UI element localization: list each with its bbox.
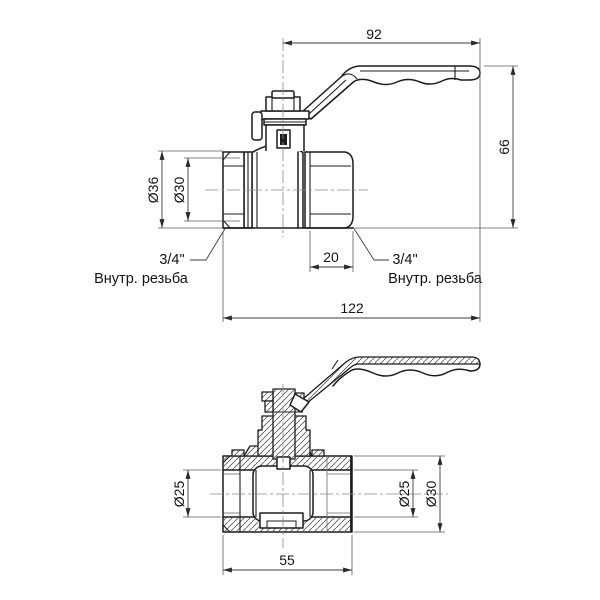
dim-d25-left-text: Ø25	[171, 481, 187, 508]
handle-grip-wave	[332, 368, 471, 387]
dim-d36-text: Ø36	[145, 177, 161, 204]
dim-92-text: 92	[366, 26, 382, 42]
section-centerlines	[210, 384, 448, 548]
front-dimensions: 92 66 Ø36 Ø30	[94, 26, 518, 322]
dim-d30: Ø30	[171, 157, 240, 222]
front-handle	[301, 65, 481, 120]
dim-d30-text: Ø30	[171, 177, 187, 204]
handle-foot	[289, 393, 310, 413]
left-port-thread: Внутр. резьба	[94, 271, 189, 287]
right-port-callout: 3/4" Внутр. резьба	[352, 226, 483, 287]
dim-20: 20	[309, 231, 354, 272]
dim-d25-right: Ø25	[354, 469, 418, 518]
dim-d30-body: Ø30	[354, 455, 445, 533]
dim-66-text: 66	[496, 139, 512, 155]
right-hex-nut	[304, 151, 354, 229]
right-port-size: 3/4"	[392, 252, 417, 268]
boss-ledge-left	[231, 449, 245, 457]
handle-tab	[251, 111, 263, 141]
section-dimensions: Ø25 Ø25 Ø30 55	[171, 455, 445, 575]
neck-window-slot	[280, 134, 287, 145]
front-handle-detail-lines	[308, 66, 469, 115]
front-stem	[251, 90, 310, 141]
stem-tang	[276, 456, 291, 470]
dim-d25-left: Ø25	[171, 469, 221, 518]
dim-122: 122	[222, 232, 480, 322]
dim-55: 55	[222, 535, 353, 575]
dim-d36: Ø36	[145, 150, 223, 229]
left-port-callout: 3/4" Внутр. резьба	[94, 226, 227, 287]
section-view: Ø25 Ø25 Ø30 55	[171, 356, 481, 575]
front-centerlines	[205, 38, 368, 237]
dim-d25-right-text: Ø25	[396, 481, 412, 508]
thread-lines	[224, 473, 351, 514]
dim-d30-body-text: Ø30	[423, 481, 439, 508]
packing-nut-lower	[264, 400, 274, 413]
dim-20-text: 20	[323, 249, 339, 265]
seat-step	[266, 520, 297, 529]
packing-nut-upper	[261, 391, 274, 402]
dim-92: 92	[283, 26, 481, 322]
section-handle	[289, 356, 481, 413]
right-port-thread: Внутр. резьба	[388, 271, 483, 287]
front-view: 92 66 Ø36 Ø30	[94, 26, 518, 322]
handle-strip	[302, 356, 481, 404]
handle-hub	[260, 110, 310, 120]
dim-122-text: 122	[340, 300, 364, 316]
section-ball-assembly	[252, 465, 314, 529]
dim-55-text: 55	[279, 552, 295, 568]
boss-ledge-right	[311, 449, 325, 457]
left-port-size: 3/4"	[159, 252, 184, 268]
section-stem	[257, 388, 311, 470]
dim-66: 66	[355, 65, 518, 229]
